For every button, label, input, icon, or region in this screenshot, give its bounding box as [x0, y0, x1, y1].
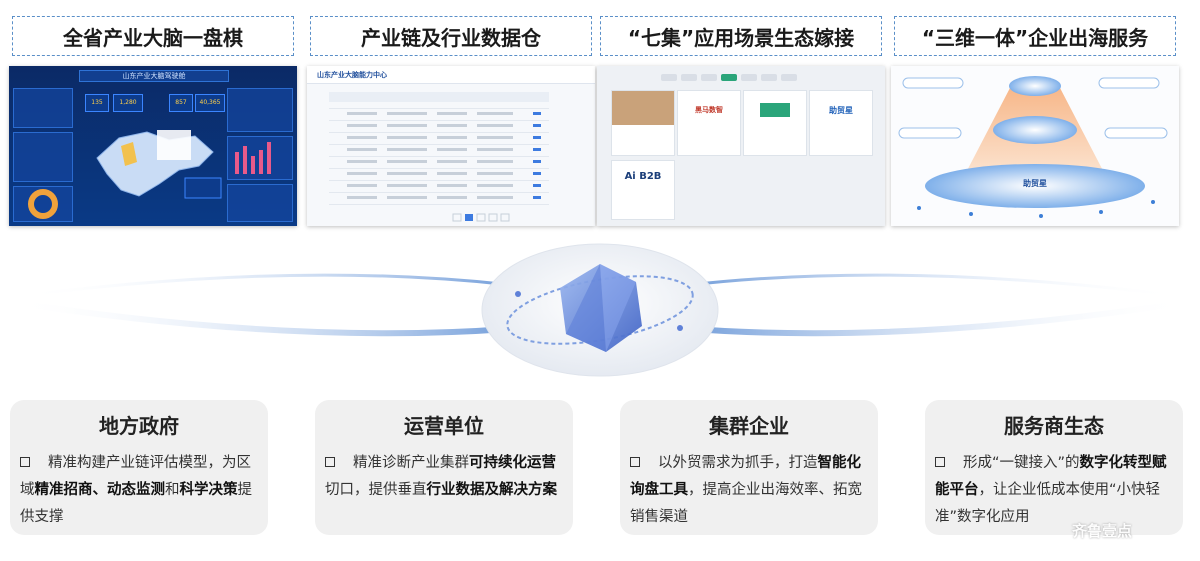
kpi-value: 40,365: [195, 94, 225, 112]
card-text-bold: 数字化转型赋能平台: [935, 455, 1167, 498]
card-text: ，让企业低成本使用“小快轻准”数字化应用: [935, 482, 1161, 525]
app-logo: Ai B2B: [624, 171, 662, 182]
dashboard-title: 山东产业大脑驾驶舱: [79, 70, 229, 82]
card-body: 形成“一键接入”的数字化转型赋能平台，让企业低成本使用“小快轻准”数字化应用: [935, 450, 1175, 531]
overseas-logo: 助贸星: [1023, 179, 1047, 188]
card-text-bold: 行业数据及解决方案: [426, 482, 558, 498]
bullet-square-icon: [325, 457, 335, 467]
card-local-government: 地方政府 精准构建产业链评估模型，为区域精准招商、动态监测和科学决策提供支撑: [10, 400, 268, 535]
dashboard-screenshot: 山东产业大脑驾驶舱 135 1,280 857 40,365: [9, 66, 297, 226]
app-logo: 黑马数智: [695, 106, 723, 114]
tab-bar-icon: [661, 74, 797, 81]
province-map-icon: [28, 130, 271, 219]
card-body: 以外贸需求为抓手，打造智能化询盘工具，提高企业出海效率、拓宽销售渠道: [630, 450, 870, 531]
card-text-bold: 智能化询盘工具: [630, 455, 861, 498]
bullet-square-icon: [20, 457, 30, 467]
card-text: 精准诊断产业集群: [353, 455, 469, 471]
apps-screenshot: 黑马数智 助贸星 Ai B2B: [597, 66, 885, 226]
card-body: 精准构建产业链评估模型，为区域精准招商、动态监测和科学决策提供支撑: [20, 450, 260, 531]
card-operator: 运营单位 精准诊断产业集群可持续化运营切口，提供垂直行业数据及解决方案: [315, 400, 573, 535]
card-cluster-enterprise: 集群企业 以外贸需求为抓手，打造智能化询盘工具，提高企业出海效率、拓宽销售渠道: [620, 400, 878, 535]
table-content-icon: [347, 112, 541, 222]
kpi-value: 857: [169, 94, 193, 112]
card-title: 地方政府: [99, 414, 179, 438]
card-title: 运营单位: [404, 414, 484, 438]
card-text-bold: 精准招商、动态监测: [34, 482, 166, 498]
card-text: 切口，提供垂直: [325, 482, 427, 498]
pillar-title: “七集”应用场景生态嫁接: [600, 16, 882, 56]
card-title: 集群企业: [709, 414, 789, 438]
pillar-title: “三维一体”企业出海服务: [894, 16, 1176, 56]
pillar-title: 全省产业大脑一盘棋: [12, 16, 294, 56]
table-screenshot: 山东产业大脑能力中心: [307, 66, 595, 226]
central-orbit-graphic: [9, 243, 1191, 377]
card-text: 形成“一键接入”的: [963, 455, 1080, 471]
table-title: 山东产业大脑能力中心: [307, 66, 595, 84]
watermark: 齐鲁壹点: [1072, 522, 1133, 540]
card-title: 服务商生态: [1004, 414, 1104, 438]
card-body: 精准诊断产业集群可持续化运营切口，提供垂直行业数据及解决方案: [325, 450, 565, 504]
overseas-diagram-icon: [898, 76, 1168, 218]
card-text: ，提高企业出海效率、拓宽销售渠道: [630, 482, 862, 525]
bullet-square-icon: [630, 457, 640, 467]
kpi-value: 1,280: [113, 94, 143, 112]
card-service-ecosystem: 服务商生态 形成“一键接入”的数字化转型赋能平台，让企业低成本使用“小快轻准”数…: [925, 400, 1183, 535]
app-logo: 助贸星: [829, 106, 853, 115]
card-text-bold: 科学决策: [179, 482, 238, 498]
card-text: 和: [165, 482, 180, 498]
card-text-bold: 可持续化运营: [469, 455, 556, 471]
card-text: 精准构建产业链评估模型，为区域: [20, 455, 251, 498]
kpi-value: 135: [85, 94, 109, 112]
pillar-title: 产业链及行业数据仓: [310, 16, 592, 56]
bullet-square-icon: [935, 457, 945, 467]
card-text: 以外贸需求为抓手，打造: [658, 455, 818, 471]
overseas-screenshot: 助贸星: [891, 66, 1179, 226]
card-text: 提供支撑: [20, 482, 252, 525]
